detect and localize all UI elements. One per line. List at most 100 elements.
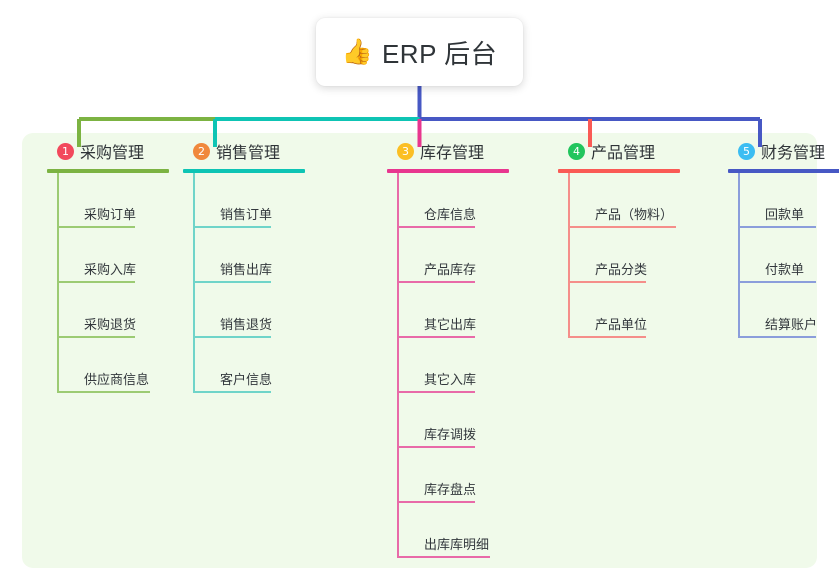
branch-columns: 1 采购管理采购订单采购入库采购退货供应商信息 2 销售管理销售订单销售出库销售退货客… bbox=[22, 133, 839, 568]
leaf-item[interactable]: 销售退货 bbox=[193, 283, 345, 338]
leaf-item[interactable]: 销售订单 bbox=[193, 173, 345, 228]
branch-header-4[interactable]: 4 产品管理 bbox=[555, 133, 720, 169]
leaf-item-rule bbox=[738, 281, 816, 283]
leaf-item[interactable]: 其它入库 bbox=[397, 338, 549, 393]
leaf-item[interactable]: 客户信息 bbox=[193, 338, 345, 393]
leaf-item-label: 采购入库 bbox=[84, 262, 137, 277]
leaf-list: 采购订单采购入库采购退货供应商信息 bbox=[57, 173, 209, 393]
leaf-item-rule bbox=[738, 226, 816, 228]
leaf-spine bbox=[568, 173, 570, 338]
leaf-item-label: 产品单位 bbox=[595, 317, 648, 332]
leaf-item-label: 其它出库 bbox=[424, 317, 477, 332]
branch-column-4[interactable]: 4 产品管理产品（物料） 产品分类产品单位 bbox=[555, 133, 720, 338]
leaf-item-label: 销售订单 bbox=[220, 207, 273, 222]
leaf-item-rule bbox=[568, 281, 646, 283]
leaf-spine bbox=[193, 173, 195, 393]
branch-number-badge: 4 bbox=[568, 142, 585, 160]
leaf-item-rule bbox=[397, 336, 475, 338]
leaf-item-label: 客户信息 bbox=[220, 372, 273, 387]
mindmap-panel bbox=[22, 133, 817, 568]
leaf-item-label: 付款单 bbox=[765, 262, 805, 277]
branch-title: 采购管理 bbox=[80, 145, 145, 162]
leaf-item[interactable]: 采购退货 bbox=[57, 283, 209, 338]
leaf-item-rule bbox=[193, 391, 271, 393]
branch-header-2[interactable]: 2 销售管理 bbox=[180, 133, 345, 169]
leaf-item-label: 结算账户 bbox=[765, 317, 818, 332]
branch-header-rule bbox=[558, 169, 680, 173]
leaf-item-rule bbox=[397, 391, 475, 393]
leaf-list: 仓库信息产品库存其它出库其它入库库存调拨库存盘点出库库明细 bbox=[397, 173, 549, 558]
branch-column-2[interactable]: 2 销售管理销售订单销售出库销售退货客户信息 bbox=[180, 133, 345, 393]
leaf-item-label: 产品（物料） bbox=[595, 207, 674, 222]
root-node-card[interactable]: 👍 ERP 后台 bbox=[316, 18, 523, 86]
leaf-item-rule bbox=[193, 281, 271, 283]
leaf-item[interactable]: 产品分类 bbox=[568, 228, 720, 283]
leaf-item-rule bbox=[397, 226, 475, 228]
leaf-item-rule bbox=[568, 226, 676, 228]
leaf-item-rule bbox=[738, 336, 816, 338]
leaf-item-label: 回款单 bbox=[765, 207, 805, 222]
branch-title: 产品管理 bbox=[591, 145, 656, 162]
leaf-item-rule bbox=[193, 336, 271, 338]
leaf-item-rule bbox=[193, 226, 271, 228]
leaf-item-label: 销售退货 bbox=[220, 317, 273, 332]
leaf-item[interactable]: 其它出库 bbox=[397, 283, 549, 338]
leaf-item[interactable]: 付款单 bbox=[738, 228, 839, 283]
leaf-item[interactable]: 产品（物料） bbox=[568, 173, 720, 228]
leaf-item[interactable]: 回款单 bbox=[738, 173, 839, 228]
branch-header-rule bbox=[183, 169, 305, 173]
leaf-item-rule bbox=[57, 391, 150, 393]
leaf-item-label: 库存盘点 bbox=[424, 482, 477, 497]
leaf-item[interactable]: 采购入库 bbox=[57, 228, 209, 283]
leaf-item-rule bbox=[397, 556, 490, 558]
leaf-item-label: 仓库信息 bbox=[424, 207, 477, 222]
leaf-item[interactable]: 供应商信息 bbox=[57, 338, 209, 393]
branch-header-rule bbox=[47, 169, 169, 173]
leaf-item-label: 产品分类 bbox=[595, 262, 648, 277]
leaf-item[interactable]: 采购订单 bbox=[57, 173, 209, 228]
leaf-item-rule bbox=[397, 446, 475, 448]
leaf-item-label: 采购退货 bbox=[84, 317, 137, 332]
branch-header-1[interactable]: 1 采购管理 bbox=[44, 133, 209, 169]
leaf-item[interactable]: 产品库存 bbox=[397, 228, 549, 283]
thumbs-up-icon: 👍 bbox=[341, 37, 373, 66]
leaf-item[interactable]: 库存盘点 bbox=[397, 448, 549, 503]
branch-number-badge: 1 bbox=[57, 142, 74, 160]
branch-number-badge: 3 bbox=[397, 142, 414, 160]
leaf-item-rule bbox=[57, 336, 135, 338]
leaf-item[interactable]: 销售出库 bbox=[193, 228, 345, 283]
branch-header-5[interactable]: 5 财务管理 bbox=[725, 133, 839, 169]
leaf-item-label: 出库库明细 bbox=[424, 537, 490, 552]
leaf-item[interactable]: 库存调拨 bbox=[397, 393, 549, 448]
leaf-item-rule bbox=[397, 501, 475, 503]
leaf-spine bbox=[738, 173, 740, 338]
leaf-list: 销售订单销售出库销售退货客户信息 bbox=[193, 173, 345, 393]
branch-column-5[interactable]: 5 财务管理回款单付款单结算账户 bbox=[725, 133, 839, 338]
branch-title: 销售管理 bbox=[216, 145, 281, 162]
branch-header-rule bbox=[387, 169, 509, 173]
leaf-list: 产品（物料） 产品分类产品单位 bbox=[568, 173, 720, 338]
leaf-item-label: 供应商信息 bbox=[84, 372, 150, 387]
leaf-item-label: 产品库存 bbox=[424, 262, 477, 277]
leaf-list: 回款单付款单结算账户 bbox=[738, 173, 839, 338]
leaf-spine bbox=[397, 173, 399, 558]
leaf-item-label: 销售出库 bbox=[220, 262, 273, 277]
branch-column-1[interactable]: 1 采购管理采购订单采购入库采购退货供应商信息 bbox=[44, 133, 209, 393]
leaf-item-label: 其它入库 bbox=[424, 372, 477, 387]
branch-header-rule bbox=[728, 169, 839, 173]
leaf-item-rule bbox=[57, 226, 135, 228]
page-title: ERP 后台 bbox=[381, 38, 498, 69]
branch-title: 财务管理 bbox=[761, 145, 826, 162]
leaf-item[interactable]: 仓库信息 bbox=[397, 173, 549, 228]
branch-number-badge: 5 bbox=[738, 142, 755, 160]
leaf-item-label: 采购订单 bbox=[84, 207, 137, 222]
branch-number-badge: 2 bbox=[193, 142, 210, 160]
leaf-item[interactable]: 产品单位 bbox=[568, 283, 720, 338]
leaf-item-label: 库存调拨 bbox=[424, 427, 477, 442]
leaf-item[interactable]: 结算账户 bbox=[738, 283, 839, 338]
leaf-item[interactable]: 出库库明细 bbox=[397, 503, 549, 558]
leaf-item-rule bbox=[568, 336, 646, 338]
